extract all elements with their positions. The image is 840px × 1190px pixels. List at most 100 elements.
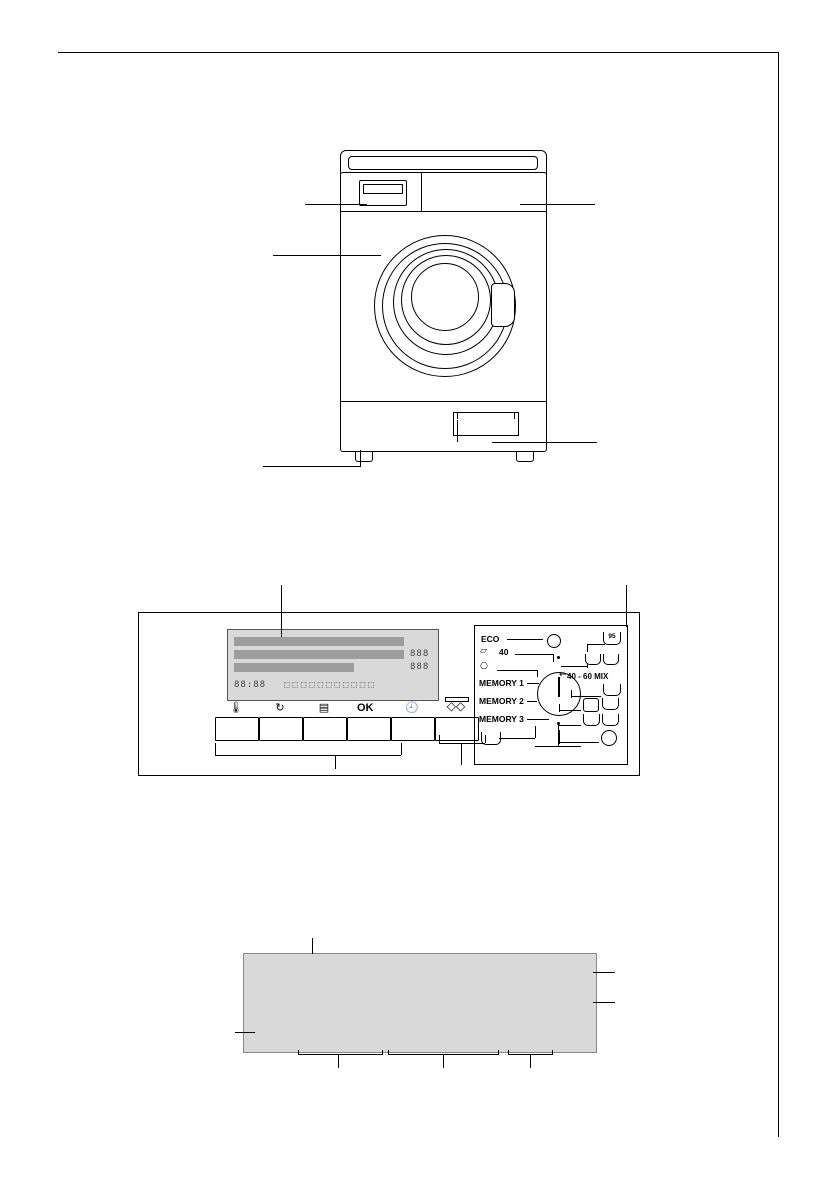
lcd-status-icons: ⬚⬚⬚⬚⬚⬚⬚⬚⬚⬚⬚ bbox=[284, 680, 377, 690]
program-line-wool-v bbox=[535, 726, 536, 738]
lcd-text-row-1 bbox=[234, 637, 404, 646]
temperature-button[interactable] bbox=[215, 717, 259, 741]
program-line-synthetics-v bbox=[537, 670, 538, 677]
program-selector-dial[interactable] bbox=[537, 672, 581, 716]
program-label-40: 40 bbox=[499, 647, 509, 657]
door-outer-ring bbox=[374, 235, 516, 377]
tub-hand-icon bbox=[583, 714, 600, 726]
program-line-60 bbox=[561, 666, 587, 667]
bracket-display-3-left bbox=[508, 1050, 509, 1055]
callout-line-dial bbox=[626, 585, 627, 627]
machine-control-panel bbox=[341, 173, 546, 212]
program-line-spin-v bbox=[559, 730, 560, 744]
dial-bottom-rail bbox=[535, 746, 581, 747]
start-pause-button[interactable] bbox=[435, 717, 479, 741]
bracket-start-pause-right bbox=[485, 735, 486, 743]
dial-mark-top bbox=[557, 656, 560, 659]
machine-body bbox=[340, 172, 547, 462]
dial-top-indicator bbox=[547, 634, 561, 648]
clock-icon: 🕘 bbox=[405, 701, 419, 714]
callout-line-display-3 bbox=[530, 1054, 531, 1068]
spin-speed-button[interactable] bbox=[259, 717, 303, 741]
program-label-memory-3: MEMORY 3 bbox=[479, 714, 524, 724]
callout-line-display-top bbox=[312, 938, 313, 954]
callout-line-detergent-drawer bbox=[305, 204, 367, 205]
program-line-40 bbox=[515, 654, 553, 655]
figure-washing-machine bbox=[255, 120, 655, 490]
start-pause-icon: ◇◇ bbox=[446, 699, 466, 713]
lcd-display: 888 888 88:88 ⬚⬚⬚⬚⬚⬚⬚⬚⬚⬚⬚ bbox=[227, 629, 439, 701]
delay-timer-button[interactable] bbox=[391, 717, 435, 741]
button-row bbox=[215, 717, 479, 743]
program-line-delicates bbox=[559, 710, 581, 711]
tub-mix-icon bbox=[603, 684, 621, 696]
machine-lid-inner bbox=[348, 156, 538, 170]
spin-icon: ↻ bbox=[275, 701, 285, 714]
program-line-delicates-v bbox=[559, 704, 560, 712]
tub-delicates-icon bbox=[602, 698, 619, 710]
program-line-95-v bbox=[587, 644, 588, 652]
thermometer-icon: 🌡 bbox=[229, 701, 243, 714]
tub-95-icon: 95 bbox=[603, 632, 621, 645]
dial-pointer bbox=[558, 677, 560, 697]
machine-panel-divider bbox=[421, 173, 422, 211]
display-detail-area bbox=[243, 953, 597, 1053]
bracket-start-pause-left bbox=[439, 735, 440, 743]
program-line-rinse bbox=[559, 725, 581, 726]
machine-plinth bbox=[341, 401, 546, 452]
callout-line-display-2 bbox=[443, 1054, 444, 1068]
callout-line-control-panel bbox=[520, 204, 595, 205]
bracket-display-2-right bbox=[498, 1050, 499, 1055]
bracket-display-2-left bbox=[388, 1050, 389, 1055]
machine-display bbox=[359, 180, 407, 206]
callout-line-start-pause bbox=[461, 743, 462, 765]
program-line-spin bbox=[559, 742, 599, 743]
options-button[interactable] bbox=[303, 717, 347, 741]
callout-line-buttons bbox=[335, 755, 336, 769]
dial-bottom-stem bbox=[558, 722, 559, 746]
callout-line-display-left bbox=[235, 1032, 255, 1033]
tub-95-label: 95 bbox=[608, 633, 616, 640]
callout-line-door bbox=[273, 255, 381, 256]
page-top-rule bbox=[58, 52, 779, 53]
program-line-mix bbox=[571, 696, 601, 697]
figure-display-detail bbox=[235, 938, 615, 1085]
spin-program-icon bbox=[601, 730, 617, 746]
delicates-icon bbox=[583, 698, 599, 712]
ok-label: OK bbox=[357, 702, 374, 714]
bracket-display-1-left bbox=[298, 1050, 299, 1055]
synthetics-icon: ⎔ bbox=[480, 662, 488, 672]
bracket-buttons bbox=[215, 755, 401, 756]
program-line-mix-v bbox=[571, 690, 572, 698]
mix-arrow-icon: ← bbox=[559, 670, 567, 680]
bracket-display-3-right bbox=[552, 1050, 553, 1055]
ok-button[interactable] bbox=[347, 717, 391, 741]
cotton-icon: ▱ bbox=[480, 646, 487, 656]
program-line-95 bbox=[587, 644, 605, 645]
bracket-display-1 bbox=[298, 1054, 382, 1055]
program-line-memory-1 bbox=[527, 683, 539, 684]
door-inner-ring-2 bbox=[401, 255, 491, 345]
callout-line-drain-vertical bbox=[457, 420, 458, 442]
bracket-buttons-left bbox=[215, 743, 216, 755]
callout-line-display-1 bbox=[338, 1054, 339, 1068]
wool-tub-icon bbox=[481, 732, 501, 745]
program-line-wool bbox=[499, 738, 535, 739]
program-line-eco bbox=[507, 639, 543, 640]
callout-line-display-right-1 bbox=[593, 972, 615, 973]
program-label-eco: ECO bbox=[481, 634, 500, 644]
callout-line-display-right-2 bbox=[593, 1002, 615, 1003]
lcd-digits-top: 888 bbox=[410, 649, 430, 659]
program-line-60-v bbox=[587, 664, 588, 668]
machine-foot-right bbox=[516, 451, 534, 462]
lcd-digits-bottom: 88:88 bbox=[234, 680, 267, 690]
lcd-digits-middle: 888 bbox=[410, 662, 430, 672]
callout-line-drain-pump bbox=[492, 442, 597, 443]
bracket-display-1-right bbox=[382, 1050, 383, 1055]
page-right-rule bbox=[778, 52, 779, 1137]
start-pause-bar-icon bbox=[445, 697, 469, 702]
program-label-memory-1: MEMORY 1 bbox=[479, 678, 524, 688]
program-line-40-v bbox=[553, 654, 554, 662]
callout-line-feet-vertical bbox=[360, 450, 361, 467]
tub-60-icon bbox=[585, 654, 601, 665]
